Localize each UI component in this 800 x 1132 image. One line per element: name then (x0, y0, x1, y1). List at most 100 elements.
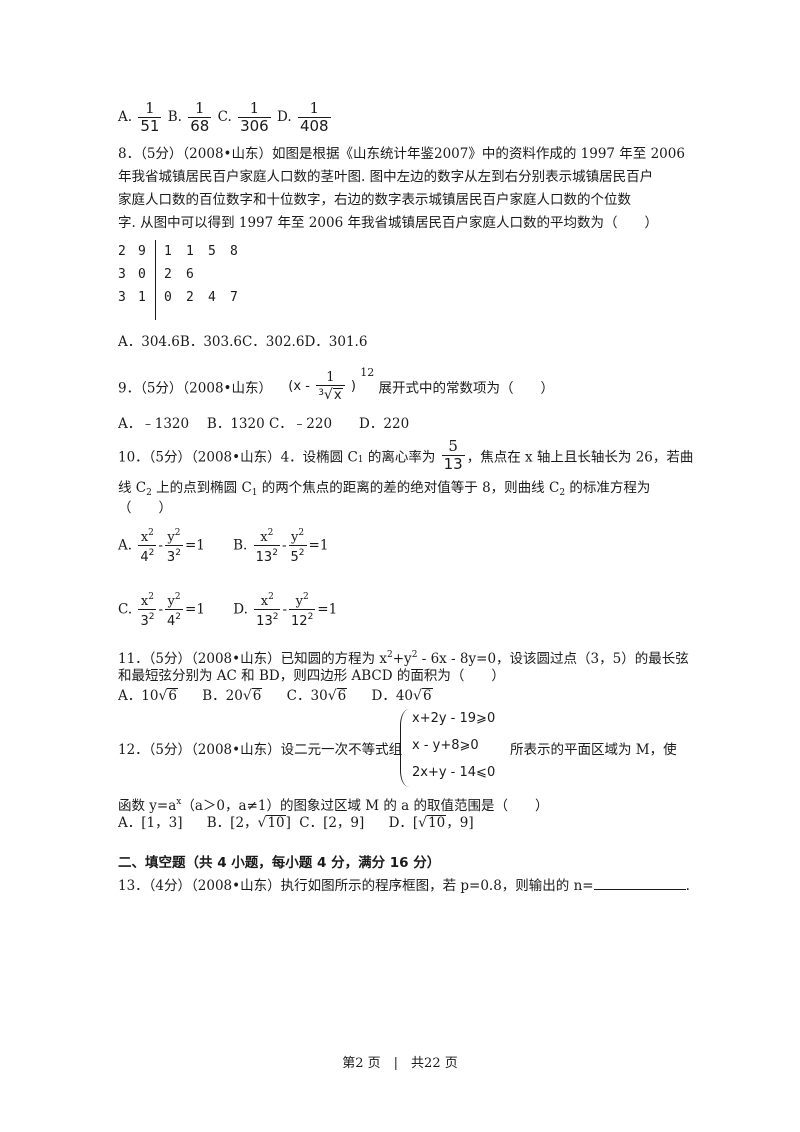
leaf-digit: 1 (164, 244, 172, 259)
q8-line-1: 8．（5分）（2008•山东）如图是根据《山东统计年鉴2007》中的资料作成的 … (118, 146, 685, 162)
q9-fraction: 1 3√x (316, 370, 345, 403)
q12-inequality-3: 2x+y - 14⩽0 (412, 765, 496, 780)
q11-text: - 6x - 8y=0，设该圆过点（3，5）的最长弦 (417, 651, 689, 667)
fraction-denominator: 52 (288, 545, 307, 565)
q13-line: 13．（4分）（2008•山东）执行如图所示的程序框图，若 p=0.8，则输出的… (118, 875, 690, 896)
q11-option-d: D．40√6 (371, 688, 433, 704)
radical-sign-icon: √ (257, 815, 267, 831)
superscript: 2 (411, 650, 418, 660)
fraction-numerator: 1 (249, 99, 260, 117)
leaf-digit: 0 (164, 290, 172, 305)
fraction-numerator: y2 (295, 592, 309, 609)
equals-one: =1 (185, 601, 205, 618)
minus-sign: - (281, 537, 287, 554)
superscript: 2 (387, 650, 393, 660)
fraction-numerator: 1 (326, 370, 335, 385)
leaf-digit: 2 (186, 290, 194, 305)
fraction-denominator: 122 (289, 609, 316, 629)
equals-one: =1 (308, 537, 329, 554)
stem-digit: 0 (138, 267, 146, 282)
q12-line-2: 函数 y=ax（a＞0，a≠1）的图象过区域 M 的 a 的取值范围是（ ） (118, 792, 548, 816)
superscript: x (176, 797, 182, 807)
fraction-denominator: 132 (253, 545, 280, 565)
subscript: 2 (559, 488, 566, 498)
q12-option-a: A．[1，3] (118, 815, 183, 831)
exponent: 12 (360, 366, 375, 379)
radical-sign-icon: √ (158, 688, 168, 704)
leaf-digit: 2 (164, 267, 172, 282)
fraction-denominator: 32 (138, 609, 157, 629)
fraction-denominator: 3√x (316, 385, 345, 403)
radical-sign-icon: √ (242, 688, 252, 704)
radical-sign-icon: √ (418, 815, 428, 831)
minus-sign: - (158, 537, 163, 554)
option-letter: B. (233, 537, 248, 554)
option-letter: A. (118, 109, 133, 125)
fraction-numerator: 1 (309, 99, 320, 117)
q8-options: A．304.6B．303.6C．302.6D．301.6 (118, 334, 368, 350)
q8-line-2: 年我省城镇居民百户家庭人口数的茎叶图. 图中左边的数字从左到右分别表示城镇居民百… (118, 169, 654, 185)
leaf-digit: 6 (186, 267, 194, 282)
minus-sign: - (158, 601, 164, 618)
q12-option-c: C．[2，9] (299, 815, 365, 831)
q13-end: . (685, 878, 690, 894)
leaf-digit: 5 (208, 244, 216, 259)
q10-text: 的离心率为 (363, 449, 436, 466)
leaf-digit: 7 (230, 290, 238, 305)
q12-text: 函数 y=a (118, 798, 177, 814)
q12-inequality-2: x - y+8⩾0 (412, 738, 479, 753)
option-letter: D. (233, 601, 248, 618)
stem-digit: 3 (118, 267, 126, 282)
radical-sign-icon: √ (327, 688, 337, 704)
root-index: 3 (318, 388, 324, 398)
option-letter: D. (277, 109, 292, 125)
option-letter: C. (118, 601, 133, 618)
stem-divider-line (155, 240, 156, 320)
q10-line-2: 线 C2 上的点到椭圆 C1 的两个焦点的距离的差的绝对值等于 8，则曲线 C2… (118, 478, 650, 503)
q10-line-3: （ ） (118, 500, 172, 516)
q10-prefix: 10．（5分）（2008•山东）4．设椭圆 C (118, 449, 358, 466)
q9-stem: 9．（5分）（2008•山东） (x - 1 3√x ) 12 展开式中的常数项… (118, 366, 554, 403)
q10-text: 的两个焦点的距离的差的绝对值等于 8，则曲线 C (257, 480, 560, 496)
system-brace (400, 709, 409, 787)
fraction-numerator: 1 (195, 99, 205, 117)
q12-option-d: D．[√10，9] (388, 815, 474, 831)
equals-one: =1 (184, 537, 205, 554)
radical-sign-icon: √ (323, 387, 333, 403)
subscript: 1 (357, 455, 364, 465)
option-letter: B. (167, 109, 182, 125)
fraction-denominator: 42 (138, 545, 157, 565)
q11-option-b: B．20√6 (202, 688, 263, 704)
stem-digit: 2 (118, 244, 126, 259)
fraction-numerator: x2 (260, 528, 274, 545)
q11-text: +y (392, 651, 412, 667)
leaf-digit: 8 (230, 244, 238, 259)
q11-options: A．10√6 B．20√6 C．30√6 D．40√6 (118, 686, 433, 706)
fraction-numerator: y2 (290, 528, 305, 545)
q8-line-3: 家庭人口数的百位数字和十位数字，右边的数字表示城镇居民百户家庭人口数的个位数 (118, 192, 631, 208)
fraction-denominator: 306 (238, 117, 271, 135)
q9-prefix: 9．（5分）（2008•山东） (118, 380, 272, 397)
radical-sign-icon: √ (413, 688, 422, 704)
q9-expr-left: (x - (288, 379, 310, 394)
q12-suffix: 所表示的平面区域为 M，使 (510, 742, 677, 758)
q10-text: 线 C (118, 480, 147, 496)
answer-blank[interactable] (593, 875, 686, 890)
leaf-digit: 4 (208, 290, 216, 305)
q8-line-4: 字. 从图中可以得到 1997 年至 2006 年我省城镇居民百户家庭人口数的平… (118, 215, 658, 231)
fraction-numerator: 1 (145, 99, 155, 117)
q11-option-c: C．30√6 (286, 688, 348, 704)
q9-expr-right: ) (350, 379, 356, 394)
minus-sign: - (282, 601, 288, 618)
fraction-numerator: x2 (140, 592, 154, 609)
fraction-denominator: 13 (441, 455, 465, 473)
fraction-numerator: 5 (448, 437, 458, 455)
